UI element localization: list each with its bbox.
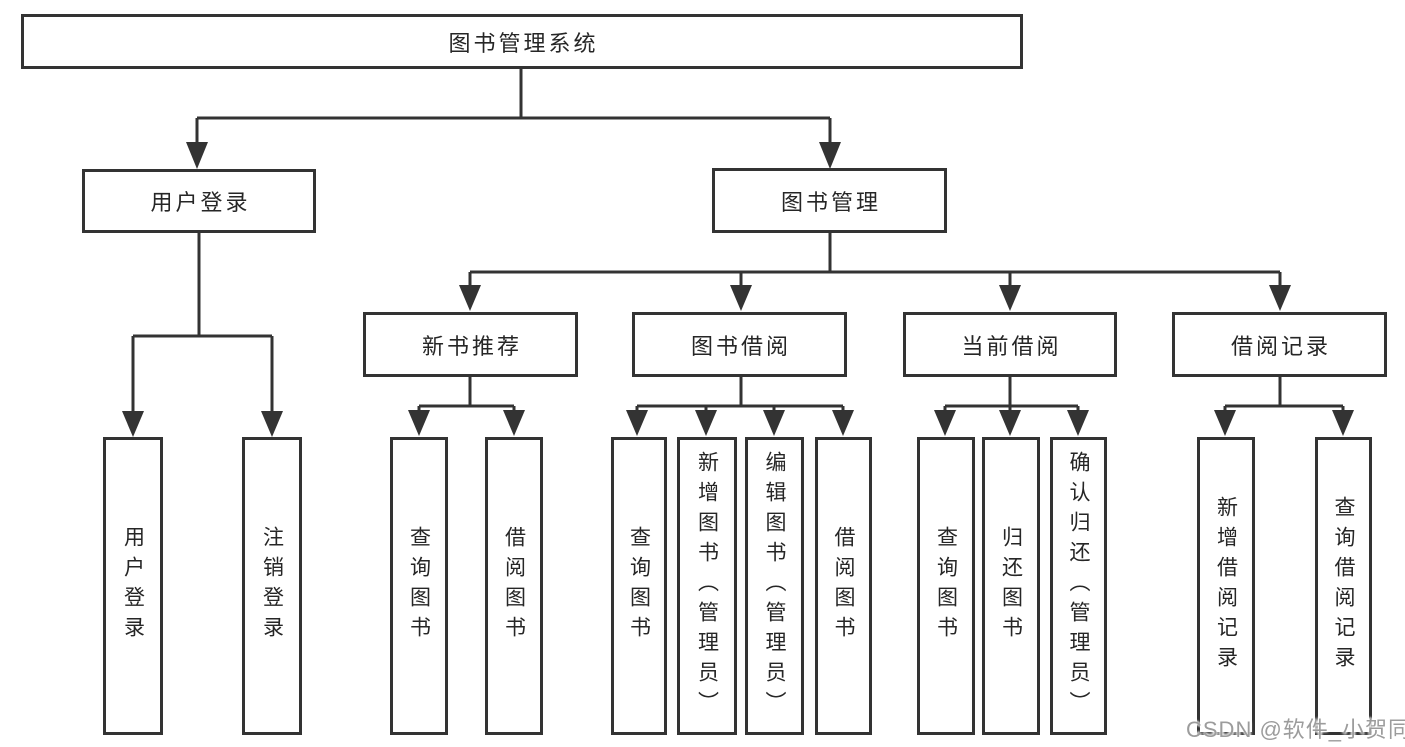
node-user-login: 用户登录 — [82, 169, 316, 233]
leaf-return-book: 归还图书 — [982, 437, 1040, 735]
leaf-add-book-admin: 新增图书（管理员） — [677, 437, 737, 735]
arrowhead-icon — [408, 410, 430, 436]
leaf-query-books-recommend: 查询图书 — [390, 437, 448, 735]
node-book-borrow: 图书借阅 — [632, 312, 847, 377]
leaf-query-borrow-record: 查询借阅记录 — [1315, 437, 1372, 735]
leaf-borrow-books: 借阅图书 — [815, 437, 872, 735]
leaf-logout: 注销登录 — [242, 437, 302, 735]
arrowhead-icon — [1214, 410, 1236, 436]
arrowhead-icon — [999, 410, 1021, 436]
arrowhead-icon — [1067, 410, 1089, 436]
arrowhead-icon — [459, 285, 481, 311]
connector-user-login-to-leaves — [122, 233, 283, 437]
arrowhead-icon — [763, 410, 785, 436]
arrowhead-icon — [122, 411, 144, 437]
arrowhead-icon — [1332, 410, 1354, 436]
arrowhead-icon — [999, 285, 1021, 311]
connector-book-management-to-level3 — [459, 233, 1291, 311]
watermark: CSDN @软件_小贺同学 — [1186, 717, 1405, 742]
leaf-borrow-books-recommend: 借阅图书 — [485, 437, 543, 735]
connector-borrow-records-to-leaves — [1214, 377, 1354, 436]
arrowhead-icon — [261, 411, 283, 437]
arrowhead-icon — [626, 410, 648, 436]
node-book-management: 图书管理 — [712, 168, 947, 233]
connector-new-book-recommend-to-leaves — [408, 377, 525, 436]
arrowhead-icon — [1269, 285, 1291, 311]
arrowhead-icon — [819, 142, 841, 169]
arrowhead-icon — [730, 285, 752, 311]
arrowhead-icon — [186, 142, 208, 169]
leaf-confirm-return-admin: 确认归还（管理员） — [1050, 437, 1107, 735]
leaf-user-login: 用户登录 — [103, 437, 163, 735]
leaf-add-borrow-record: 新增借阅记录 — [1197, 437, 1255, 735]
node-borrow-records: 借阅记录 — [1172, 312, 1387, 377]
arrowhead-icon — [695, 410, 717, 436]
arrowhead-icon — [832, 410, 854, 436]
arrowhead-icon — [503, 410, 525, 436]
arrowhead-icon — [934, 410, 956, 436]
leaf-query-books-current: 查询图书 — [917, 437, 975, 735]
leaf-edit-book-admin: 编辑图书（管理员） — [745, 437, 804, 735]
connector-root-to-level2 — [186, 69, 841, 169]
node-current-borrow: 当前借阅 — [903, 312, 1117, 377]
leaf-query-books-borrow: 查询图书 — [611, 437, 667, 735]
connector-book-borrow-to-leaves — [626, 377, 854, 436]
connector-current-borrow-to-leaves — [934, 377, 1089, 436]
node-root-system: 图书管理系统 — [21, 14, 1023, 69]
node-new-book-recommend: 新书推荐 — [363, 312, 578, 377]
